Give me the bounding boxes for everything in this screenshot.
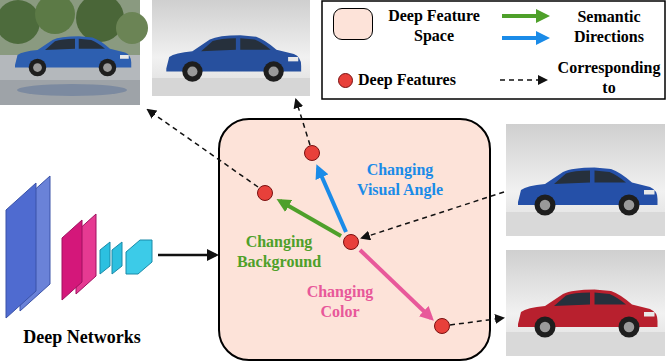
feature-dot [435, 319, 450, 334]
legend-dashed-arrow [500, 79, 546, 81]
car-photo [506, 124, 665, 236]
legend-text: Corresponding to [553, 58, 665, 98]
direction-label: Changing Color [300, 282, 380, 322]
legend-frame [322, 1, 665, 99]
network-label: Deep Networks [4, 326, 160, 348]
semantic-arrow [280, 201, 341, 236]
correspondence-arrow [450, 318, 503, 325]
semantic-arrow [318, 168, 346, 232]
car-photo [0, 0, 148, 105]
feature-dot [305, 146, 320, 161]
car-photo [152, 0, 310, 96]
direction-label: Changing Background [232, 232, 326, 272]
legend-text: Deep Features [358, 70, 493, 90]
legend-swatch [333, 8, 373, 40]
legend-arrow [502, 14, 546, 18]
legend-swatch [338, 73, 353, 88]
feature-dot [344, 235, 359, 250]
correspondence-arrow [296, 100, 310, 145]
direction-label: Changing Visual Angle [352, 160, 448, 200]
legend-arrow [502, 36, 546, 40]
feature-dot [258, 186, 273, 201]
legend-text: Semantic Directions [553, 7, 665, 47]
network-layers [6, 176, 152, 318]
correspondence-arrow [362, 192, 504, 238]
feature-space-region [219, 119, 490, 360]
car-photo [506, 250, 665, 356]
correspondence-arrow [148, 110, 258, 187]
flow-arrow [158, 254, 216, 257]
legend-text: Deep Feature Space [378, 6, 490, 46]
